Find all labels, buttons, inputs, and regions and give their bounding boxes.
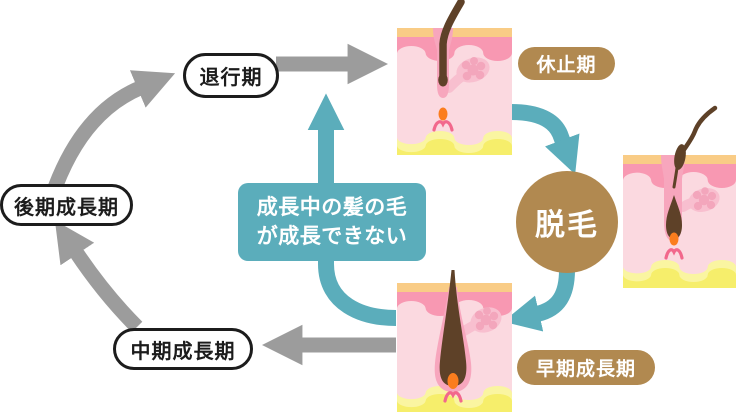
papilla-base-icon	[432, 120, 454, 132]
label-mid-growth-phase: 中期成長期	[113, 328, 253, 370]
resting-follicle-illustration	[397, 0, 512, 155]
dermal-papilla-icon	[669, 232, 679, 246]
shedding-follicle-illustration	[623, 105, 736, 288]
club-hair-icon	[438, 0, 465, 87]
growing-hair-icon	[439, 270, 467, 386]
callout-line2: が成長できない	[256, 225, 408, 248]
callout-box: 成長中の髪の毛 が成長できない	[238, 183, 426, 261]
sebaceous-gland-icon	[678, 187, 720, 213]
sebaceous-gland-icon	[459, 307, 502, 336]
shedding-badge: 脱毛	[516, 171, 618, 273]
dermal-papilla-icon	[447, 373, 459, 389]
dermal-papilla-icon	[438, 107, 448, 121]
callout-line1: 成長中の髪の毛	[256, 196, 408, 219]
detaching-hair-icon	[666, 105, 718, 239]
arrow-resting-to-shedding	[510, 104, 580, 175]
label-regression-phase-text: 退行期	[199, 67, 263, 89]
label-early-growth-phase-text: 早期成長期	[535, 359, 636, 380]
label-late-growth-phase-text: 後期成長期	[14, 196, 119, 219]
label-resting-phase: 休止期	[518, 47, 615, 80]
label-mid-growth-phase-text: 中期成長期	[130, 340, 236, 363]
shedding-badge-text: 脱毛	[535, 209, 599, 242]
arrow-late-to-regression	[44, 70, 176, 199]
early-growth-follicle-illustration	[397, 270, 512, 412]
arrow-callout-up	[307, 93, 397, 326]
label-late-growth-phase: 後期成長期	[0, 184, 133, 226]
label-early-growth-phase: 早期成長期	[517, 350, 655, 385]
arrow-mid-to-late	[54, 220, 143, 333]
label-resting-phase-text: 休止期	[536, 55, 597, 76]
label-regression-phase: 退行期	[183, 53, 279, 98]
arrow-shedding-to-early	[503, 269, 575, 332]
papilla-base-icon	[664, 248, 684, 260]
sebaceous-gland-icon	[444, 57, 490, 93]
papilla-base-icon	[443, 391, 463, 403]
